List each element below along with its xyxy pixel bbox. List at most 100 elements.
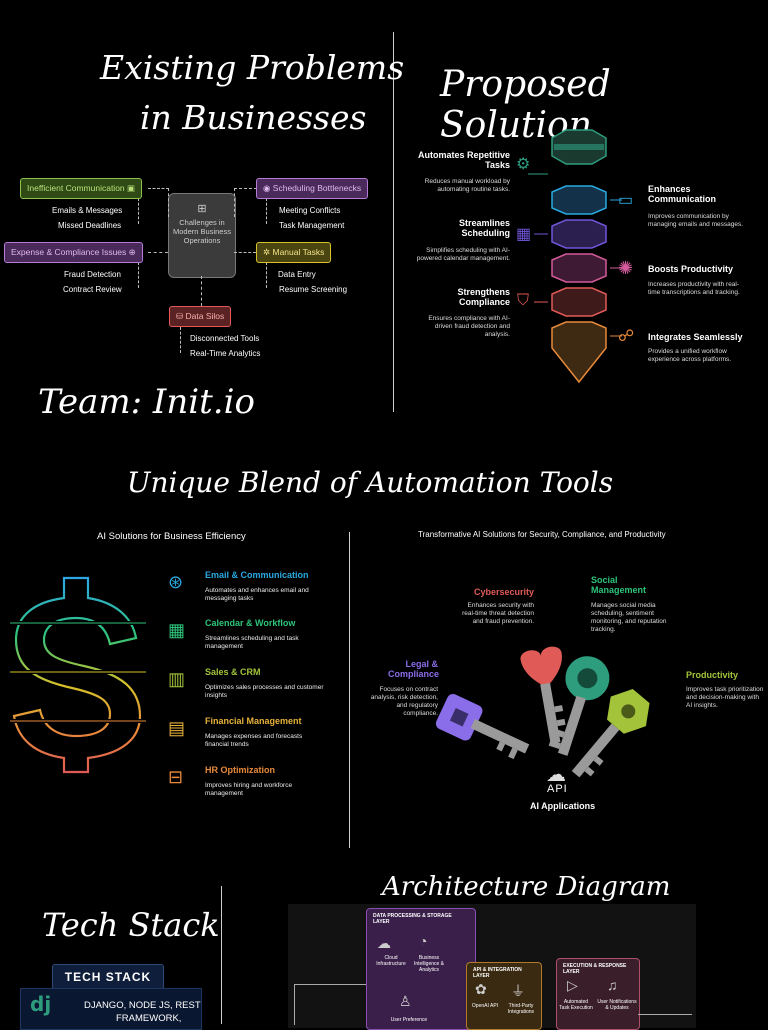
- problem-item: Missed Deadlines: [58, 221, 122, 230]
- key-title-social: Social Management: [591, 575, 647, 595]
- solution-left-title: Automates Repetitive Tasks: [417, 150, 510, 170]
- divider-bottom: [221, 886, 222, 1024]
- problem-item: Task Management: [279, 221, 345, 230]
- org-chart-icon: ⊞: [197, 203, 207, 215]
- api-caption: AI Applications: [530, 801, 596, 811]
- arch-layer-title: API & INTEGRATION LAYER: [473, 967, 522, 979]
- key-desc: Focuses on contract analysis, risk detec…: [370, 686, 438, 717]
- shield-icon: ⛉: [517, 292, 530, 309]
- problem-item: Emails & Messages: [52, 206, 123, 215]
- problem-item: Resume Screening: [279, 285, 348, 294]
- problems-title-line1: Existing Problems: [100, 48, 405, 87]
- org-chart-icon: ⊟: [168, 767, 184, 787]
- problem-tag-communication: Inefficient Communication ▣: [20, 178, 143, 199]
- social-key: [548, 656, 610, 756]
- arch-item: Cloud Infrastructure: [376, 955, 406, 967]
- money-icon: ⊕: [128, 247, 136, 257]
- email-icon: ⊛: [168, 572, 184, 592]
- arch-connector: [638, 1014, 692, 1015]
- dollar-sign-graphic: [10, 576, 146, 774]
- blend-item-title: Email & Communication: [205, 570, 309, 580]
- problem-tag-label: Manual Tasks: [272, 247, 325, 257]
- blend-item-title: HR Optimization: [205, 765, 275, 775]
- problems-center-box: ⊞ Challenges in Modern Business Operatio…: [168, 193, 236, 278]
- tech-row1-line1: DJANGO, NODE JS, REST: [84, 1000, 201, 1011]
- solution-right-title: Enhances Communication: [648, 184, 717, 204]
- problem-tag-silos: ⛁ Data Silos: [169, 306, 232, 327]
- chat-icon: ▭: [618, 192, 634, 209]
- solution-left-title: Strengthens Compliance: [457, 287, 510, 307]
- problem-item: Meeting Conflicts: [279, 206, 341, 215]
- blend-item-title: Financial Management: [205, 716, 302, 726]
- blend-item-desc: Optimizes sales processes and customer i…: [205, 684, 324, 699]
- hex-segment-orange: [551, 321, 607, 384]
- robot-icon: ⚙: [516, 156, 531, 173]
- arch-item: User Notifications & Updates: [597, 999, 637, 1011]
- arch-layer-title: EXECUTION & RESPONSE LAYER: [563, 963, 627, 975]
- hex-segment-purple: [551, 219, 607, 249]
- problem-item: Contract Review: [63, 285, 122, 294]
- solution-right-desc: Improves communication by managing email…: [648, 213, 744, 228]
- problem-item: Data Entry: [278, 270, 316, 279]
- solution-left-desc: Reduces manual workload by automating ro…: [424, 178, 510, 193]
- problem-item: Real-Time Analytics: [190, 349, 261, 358]
- cybersecurity-key: [520, 646, 566, 744]
- tech-row1-line2: FRAMEWORK,: [116, 1013, 182, 1024]
- arch-item: User Preference: [390, 1017, 428, 1023]
- pie-chart-icon: ◔: [419, 933, 428, 949]
- key-title-productivity: Productivity: [686, 670, 739, 680]
- blend-item-desc: Improves hiring and workforce management: [205, 782, 293, 797]
- arch-item: Business Intelligence & Analytics: [413, 955, 445, 973]
- blend-item-desc: Streamlines scheduling and task manageme…: [205, 635, 299, 650]
- problem-tag-label: Data Silos: [185, 311, 225, 321]
- hex-segment-red: [551, 287, 607, 317]
- arch-layer-api: API & INTEGRATION LAYER ✿ OpenAI API ⏚ T…: [466, 962, 542, 1030]
- problem-tag-scheduling: ◉ Scheduling Bottlenecks: [256, 178, 369, 199]
- arch-title: Architecture Diagram: [382, 872, 671, 902]
- problem-tag-label: Expense & Compliance Issues: [11, 247, 127, 257]
- hex-segment-pink: [551, 253, 607, 283]
- cloud-icon: ☁: [377, 935, 391, 951]
- key-title-legal: Legal & Compliance: [388, 659, 440, 679]
- solution-left-title: Streamlines Scheduling: [458, 218, 510, 238]
- key-desc: Manages social media scheduling, sentime…: [591, 602, 667, 633]
- database-icon: ⛁: [176, 311, 184, 321]
- problem-tag-label: Scheduling Bottlenecks: [272, 183, 362, 193]
- blend-item-title: Sales & CRM: [205, 667, 261, 677]
- chat-icon: ▣: [127, 183, 136, 193]
- solution-right-title: Boosts Productivity: [648, 264, 734, 274]
- handshake-icon: ☍: [618, 328, 635, 345]
- key-title-cybersecurity: Cybersecurity: [474, 587, 535, 597]
- hex-segment-blue: [551, 185, 607, 215]
- openai-icon: ✿: [475, 981, 487, 997]
- arch-layer-exec: EXECUTION & RESPONSE LAYER ▷ Automated T…: [556, 958, 640, 1030]
- key-desc: Enhances security with real-time threat …: [462, 602, 534, 625]
- play-icon: ▷: [567, 977, 578, 993]
- user-check-icon: ♙: [399, 993, 412, 1009]
- calendar-icon: ▦: [516, 226, 532, 243]
- tech-badge: TECH STACK: [52, 964, 164, 990]
- keys-graphic: [435, 646, 650, 778]
- spreadsheet-icon: ▤: [168, 718, 186, 738]
- django-logo: dj: [30, 992, 52, 1016]
- gear-icon: ✺: [618, 258, 634, 278]
- arch-layer-data: DATA PROCESSING & STORAGE LAYER ☁ Cloud …: [366, 908, 476, 1030]
- sales-chart-icon: ▥: [168, 669, 186, 689]
- solution-right-desc: Increases productivity with real-time tr…: [648, 281, 740, 296]
- divider-middle: [349, 532, 350, 848]
- team-name: Team: Init.io: [38, 382, 255, 422]
- tech-badge-label: TECH STACK: [64, 970, 152, 984]
- problem-item: Disconnected Tools: [190, 334, 260, 343]
- arch-item: Third-Party Integrations: [507, 1003, 535, 1015]
- hex-segment-green: [551, 129, 607, 165]
- problem-item: Fraud Detection: [64, 270, 121, 279]
- problems-center-label: Challenges in Modern Business Operations: [173, 218, 231, 245]
- cloud-icon: ☁: [546, 764, 566, 786]
- arch-item: OpenAI API: [471, 1003, 499, 1009]
- api-label: API: [547, 783, 568, 795]
- blend-title: Unique Blend of Automation Tools: [126, 466, 614, 499]
- arch-item: Automated Task Execution: [559, 999, 593, 1011]
- tech-panel: [20, 988, 202, 1030]
- calendar-icon: ▦: [168, 620, 186, 640]
- blend-item-desc: Automates and enhances email and messagi…: [205, 587, 309, 602]
